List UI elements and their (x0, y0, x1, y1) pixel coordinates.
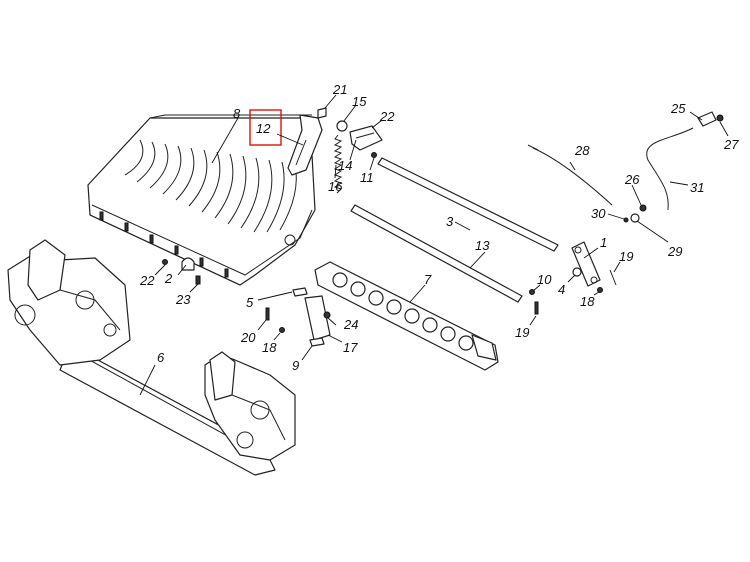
part-8-perforated-cover (87, 114, 316, 286)
part-6-main-frame (7, 239, 296, 476)
callout-label: 4 (558, 282, 565, 297)
callout-label: 30 (591, 206, 606, 221)
callout-label: 6 (157, 350, 165, 365)
callout-label: 31 (690, 180, 704, 195)
callout-label: 16 (328, 179, 343, 194)
callout-label: 25 (670, 101, 686, 116)
part-13-shaft (350, 204, 523, 303)
callout-label: 11 (360, 170, 374, 185)
callout-label: 1 (600, 235, 607, 250)
right-hardware (529, 241, 617, 315)
callout-label: 21 (332, 82, 347, 97)
part-12-side-plate (287, 114, 323, 176)
callout-label: 13 (475, 238, 490, 253)
callout-label: 2 (164, 271, 173, 286)
top-hardware (317, 107, 383, 158)
callout-label: 20 (240, 330, 256, 345)
callout-label: 29 (667, 244, 682, 259)
callout-label: 18 (580, 294, 595, 309)
callout-label: 27 (723, 137, 739, 152)
callout-label: 9 (292, 358, 299, 373)
callout-label: 3 (446, 214, 454, 229)
part-7-roller-assembly (314, 261, 499, 371)
callout-label: 5 (246, 295, 254, 310)
callout-label: 12 (256, 121, 271, 136)
middle-hardware (265, 287, 331, 347)
hydraulic-lines (527, 111, 724, 223)
callout-label: 8 (233, 106, 241, 121)
callout-label: 23 (175, 292, 191, 307)
callout-label: 7 (424, 272, 432, 287)
part-3-long-shaft (377, 157, 559, 252)
part-16-spring (333, 134, 343, 194)
callout-label: 28 (574, 143, 590, 158)
callout-label: 10 (537, 272, 552, 287)
callout-label: 19 (515, 325, 529, 340)
callout-label: 24 (343, 317, 358, 332)
callout-label: 15 (352, 94, 367, 109)
highlight-box (249, 109, 282, 146)
callout-label: 18 (262, 340, 277, 355)
callout-label: 19 (619, 249, 633, 264)
callout-label: 14 (338, 158, 352, 173)
callout-label: 22 (379, 109, 395, 124)
callout-labels: 1 2 3 4 5 6 7 8 9 10 11 12 13 14 15 16 1… (139, 82, 739, 373)
callout-label: 17 (343, 340, 358, 355)
callout-label: 22 (139, 273, 155, 288)
leader-lines (139, 94, 729, 396)
callout-label: 26 (624, 172, 640, 187)
